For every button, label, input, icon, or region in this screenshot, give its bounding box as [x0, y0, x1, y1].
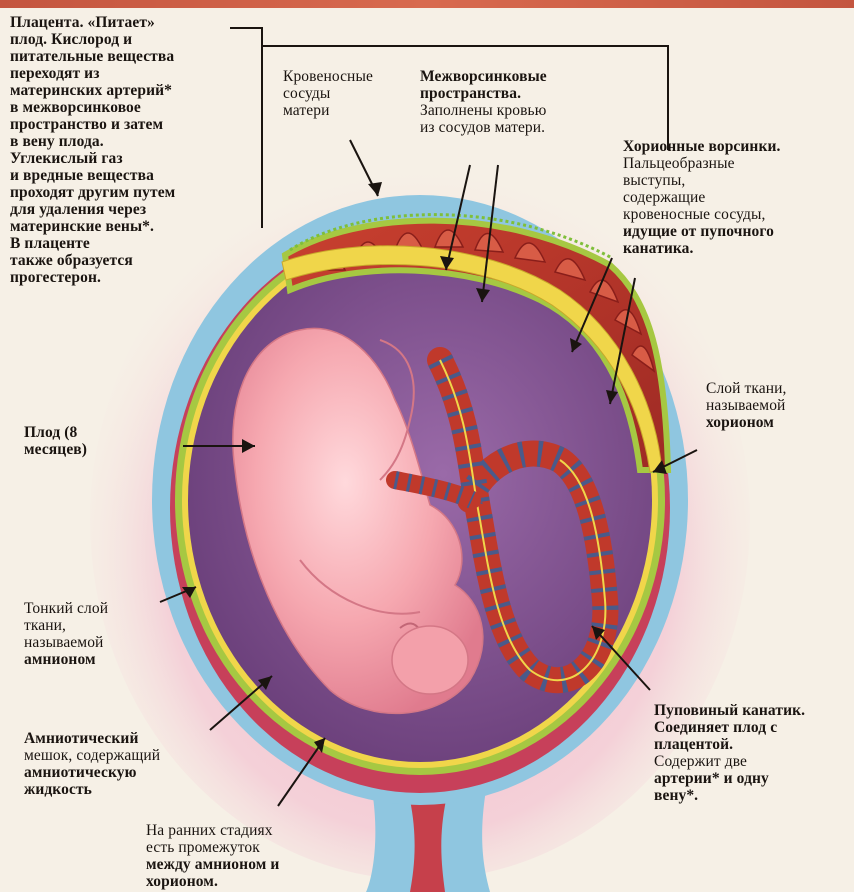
label-chorion: Слой ткани,называемойхорионом [706, 380, 787, 431]
label-intervillous-spaces: Межворсинковыепространства.Заполнены кро… [420, 68, 547, 136]
label-line: называемой [24, 634, 108, 651]
label-line: амнионом [24, 651, 108, 668]
label-line: из сосудов матери. [420, 119, 547, 136]
label-line: называемой [706, 397, 787, 414]
label-line: Хорионные ворсинки. [623, 138, 781, 155]
label-placenta: Плацента. «Питает»плод. Кислород ипитате… [10, 14, 175, 286]
label-line: вену*. [654, 787, 805, 804]
label-line: есть промежуток [146, 839, 279, 856]
label-line: материнских артерий* [10, 82, 175, 99]
label-umbilical-cord: Пуповиный канатик.Соединяет плод сплацен… [654, 702, 805, 804]
label-line: Соединяет плод с [654, 719, 805, 736]
label-line: амниотическую [24, 764, 160, 781]
label-line: материнские вены*. [10, 218, 175, 235]
label-line: идущие от пупочного [623, 223, 781, 240]
label-line: между амнионом и [146, 856, 279, 873]
label-line: месяцев) [24, 441, 87, 458]
label-line: содержащие [623, 189, 781, 206]
label-line: матери [283, 102, 373, 119]
label-line: в вену плода. [10, 133, 175, 150]
label-line: плацентой. [654, 736, 805, 753]
label-line: Слой ткани, [706, 380, 787, 397]
label-line: в межворсинковое [10, 99, 175, 116]
label-line: Содержит две [654, 753, 805, 770]
label-early-stages: На ранних стадияхесть промежутокмежду ам… [146, 822, 279, 890]
label-line: Плод (8 [24, 424, 87, 441]
label-line: для удаления через [10, 201, 175, 218]
label-chorionic-villi: Хорионные ворсинки.Пальцеобразныевыступы… [623, 138, 781, 257]
label-amniotic-sac: Амниотическиймешок, содержащийамниотичес… [24, 730, 160, 798]
label-line: Плацента. «Питает» [10, 14, 175, 31]
label-line: выступы, [623, 172, 781, 189]
label-line: и вредные вещества [10, 167, 175, 184]
label-line: На ранних стадиях [146, 822, 279, 839]
label-line: артерии* и одну [654, 770, 805, 787]
label-maternal-vessels: Кровеносныесосудыматери [283, 68, 373, 119]
label-line: канатика. [623, 240, 781, 257]
label-line: Межворсинковые [420, 68, 547, 85]
label-fetus: Плод (8месяцев) [24, 424, 87, 458]
label-line: прогестерон. [10, 269, 175, 286]
label-line: кровеносные сосуды, [623, 206, 781, 223]
label-line: проходят другим путем [10, 184, 175, 201]
label-line: Углекислый газ [10, 150, 175, 167]
label-line: В плаценте [10, 235, 175, 252]
label-line: Пальцеобразные [623, 155, 781, 172]
label-line: Кровеносные [283, 68, 373, 85]
label-line: Амниотический [24, 730, 160, 747]
label-line: пространства. [420, 85, 547, 102]
label-line: хорионом. [146, 873, 279, 890]
label-line: также образуется [10, 252, 175, 269]
label-line: жидкость [24, 781, 160, 798]
label-line: Заполнены кровью [420, 102, 547, 119]
label-line: переходят из [10, 65, 175, 82]
label-line: хорионом [706, 414, 787, 431]
label-line: Пуповиный канатик. [654, 702, 805, 719]
label-line: Тонкий слой [24, 600, 108, 617]
label-line: сосуды [283, 85, 373, 102]
label-line: мешок, содержащий [24, 747, 160, 764]
label-line: питательные вещества [10, 48, 175, 65]
label-line: ткани, [24, 617, 108, 634]
label-amnion: Тонкий слойткани,называемойамнионом [24, 600, 108, 668]
label-line: плод. Кислород и [10, 31, 175, 48]
label-line: пространство и затем [10, 116, 175, 133]
